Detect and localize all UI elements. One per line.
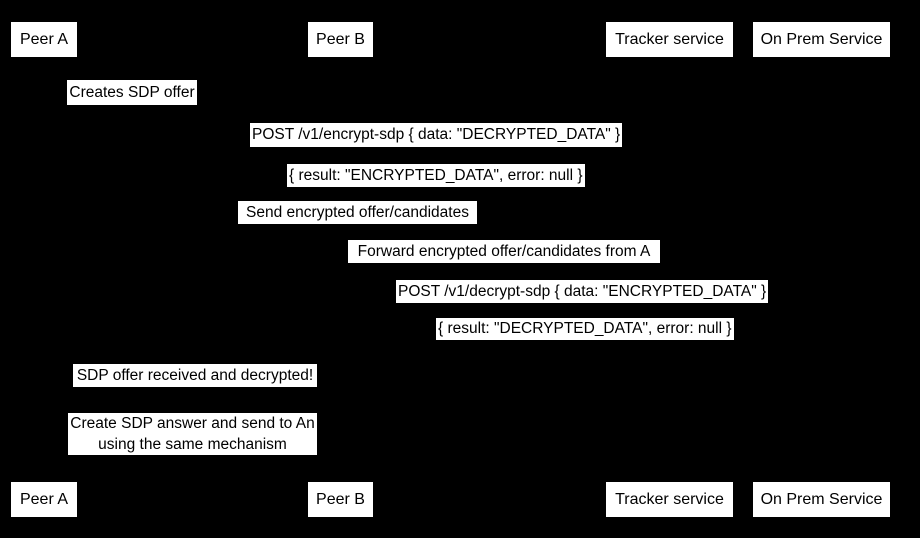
participant-on-prem-service-bottom: On Prem Service — [753, 482, 890, 517]
participant-tracker-service-top: Tracker service — [606, 22, 733, 57]
message-post-decrypt-sdp: POST /v1/decrypt-sdp { data: "ENCRYPTED_… — [396, 280, 769, 303]
message-send-encrypted-offer: Send encrypted offer/candidates — [238, 201, 477, 224]
note-line-1: Create SDP answer and send to An — [70, 415, 315, 432]
note-create-sdp-answer: Create SDP answer and send to An using t… — [68, 413, 317, 455]
message-sdp-offer-received: SDP offer received and decrypted! — [73, 364, 317, 387]
message-decrypt-result: { result: "DECRYPTED_DATA", error: null … — [436, 318, 734, 340]
note-line-2: using the same mechanism — [98, 436, 287, 453]
participant-tracker-service-bottom: Tracker service — [606, 482, 733, 517]
participant-peer-b-bottom: Peer B — [308, 482, 373, 517]
participant-peer-b-top: Peer B — [308, 22, 373, 57]
message-encrypt-result: { result: "ENCRYPTED_DATA", error: null … — [287, 164, 585, 187]
message-forward-encrypted-offer: Forward encrypted offer/candidates from … — [348, 240, 660, 263]
participant-peer-a-top: Peer A — [11, 22, 77, 57]
message-post-encrypt-sdp: POST /v1/encrypt-sdp { data: "DECRYPTED_… — [250, 123, 623, 147]
participant-peer-a-bottom: Peer A — [11, 482, 77, 517]
message-creates-sdp-offer: Creates SDP offer — [67, 80, 197, 105]
participant-on-prem-service-top: On Prem Service — [753, 22, 890, 57]
